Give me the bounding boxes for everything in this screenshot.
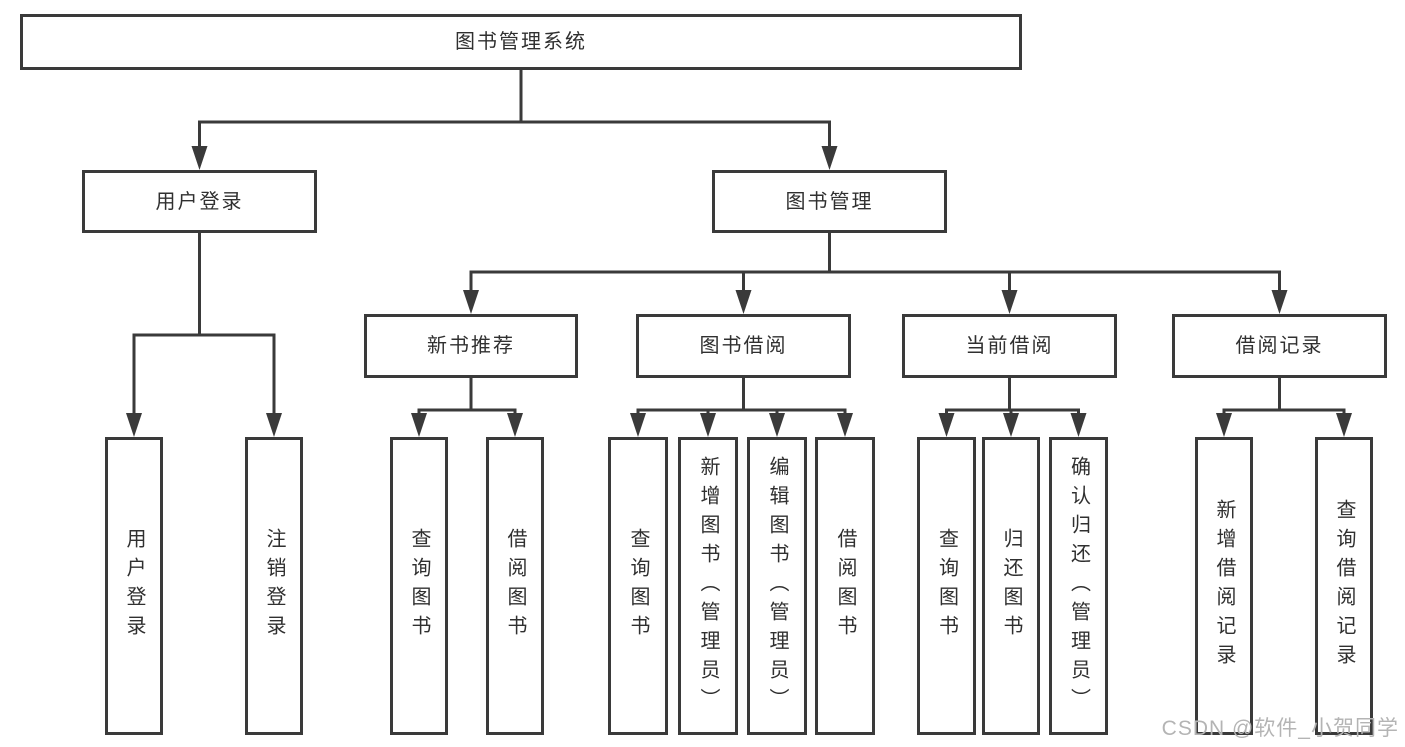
node-label: 新书推荐 — [427, 335, 515, 357]
node-root: 图书管理系统 — [20, 14, 1022, 70]
node-label: 编辑图书（管理员） — [766, 455, 788, 717]
node-label: 用户登录 — [155, 190, 244, 213]
node-leaf-logout: 注销登录 — [245, 437, 303, 735]
node-label: 借阅图书 — [834, 528, 856, 644]
node-leaf-nb-query: 查询图书 — [390, 437, 448, 735]
node-label: 图书管理 — [785, 190, 874, 213]
node-label: 借阅图书 — [504, 528, 526, 644]
node-book-borrow: 图书借阅 — [636, 314, 851, 378]
node-label: 查询借阅记录 — [1333, 499, 1355, 673]
node-leaf-nb-borrow: 借阅图书 — [486, 437, 544, 735]
node-label: 图书管理系统 — [455, 31, 587, 53]
node-new-book-rec: 新书推荐 — [364, 314, 578, 378]
node-leaf-bb-add: 新增图书（管理员） — [678, 437, 738, 735]
node-leaf-br-add: 新增借阅记录 — [1195, 437, 1253, 735]
node-leaf-cb-query: 查询图书 — [917, 437, 976, 735]
node-label: 查询图书 — [935, 528, 958, 644]
node-borrow-records: 借阅记录 — [1172, 314, 1387, 378]
node-leaf-br-query: 查询借阅记录 — [1315, 437, 1373, 735]
node-label: 查询图书 — [408, 528, 430, 644]
node-label: 用户登录 — [123, 528, 145, 644]
node-label: 新增借阅记录 — [1213, 499, 1235, 673]
node-label: 当前借阅 — [965, 335, 1054, 357]
node-label: 查询图书 — [627, 528, 649, 644]
node-label: 归还图书 — [1000, 528, 1022, 644]
node-user-login: 用户登录 — [82, 170, 317, 233]
node-current-borrow: 当前借阅 — [902, 314, 1117, 378]
node-leaf-bb-borrow: 借阅图书 — [815, 437, 875, 735]
node-label: 注销登录 — [263, 528, 285, 644]
node-label: 新增图书（管理员） — [697, 455, 719, 717]
node-label: 确认归还（管理员） — [1067, 455, 1090, 717]
node-label: 借阅记录 — [1235, 335, 1324, 357]
node-leaf-cb-return: 归还图书 — [982, 437, 1040, 735]
watermark: CSDN @软件_小贺同学 — [1161, 717, 1399, 740]
node-book-mgmt: 图书管理 — [712, 170, 947, 233]
node-leaf-bb-edit: 编辑图书（管理员） — [747, 437, 807, 735]
node-leaf-login: 用户登录 — [105, 437, 163, 735]
node-label: 图书借阅 — [699, 335, 788, 357]
node-leaf-cb-confirm: 确认归还（管理员） — [1049, 437, 1108, 735]
node-leaf-bb-query: 查询图书 — [608, 437, 668, 735]
